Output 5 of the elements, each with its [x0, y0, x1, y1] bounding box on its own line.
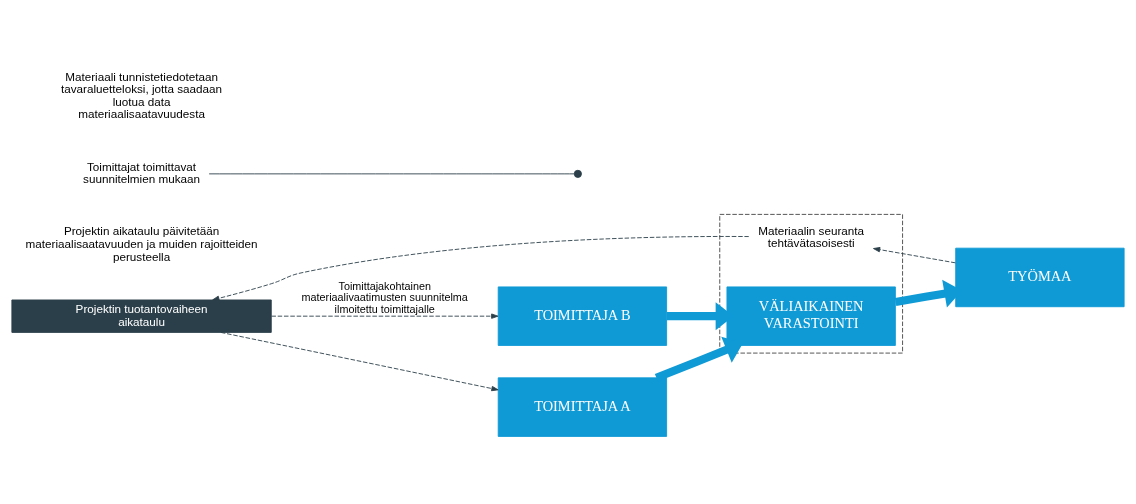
- node-label: Projektin aikataulu päivitetään materiaalisaatavuuden ja muiden rajoitteiden perusteella: [25, 224, 258, 263]
- label: Materiaali tunnistetiedotetaan tavaraluetteloksi, jotta saadaan luotua data materiaalisaatavuudesta: [61, 69, 223, 121]
- node-text: Materiaalin seuranta tehtävätasoisesti: [758, 223, 865, 250]
- edge-label: Toimittajakohtainen materiaalivaatimusten suunnitelma ilmoitettu toimittajalle: [301, 279, 468, 316]
- node-text: Toimittajat toimittavat suunnitelmien mukaan: [83, 159, 201, 186]
